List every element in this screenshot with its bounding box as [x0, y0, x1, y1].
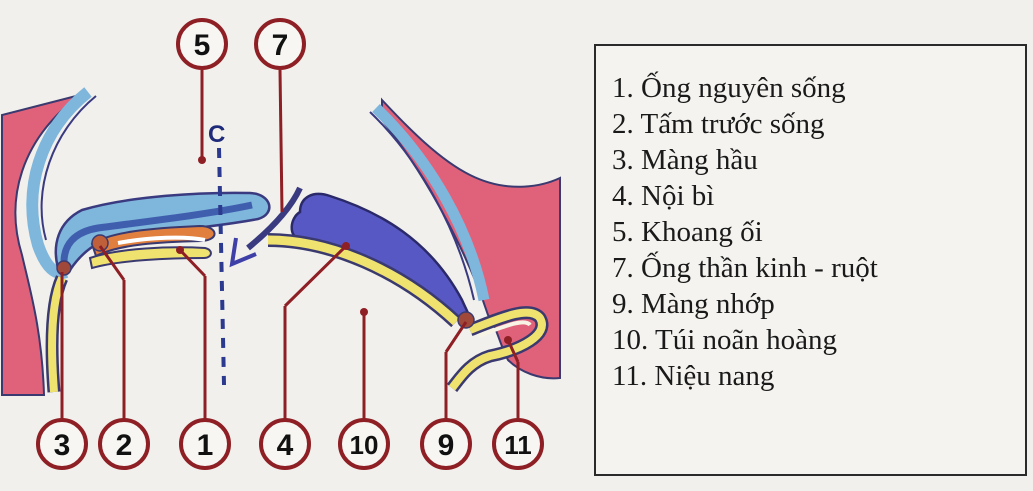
legend-item: 5. Khoang ối: [612, 216, 763, 248]
legend-list: 1. Ống nguyên sống 2. Tấm trước sống 3. …: [596, 46, 1025, 394]
callout-3-label: 3: [54, 429, 71, 462]
callout-1: 1: [179, 418, 231, 470]
prechordal-plate-dot: [91, 234, 109, 252]
section-plane-label: C: [208, 121, 225, 148]
allantois-fill: [448, 308, 546, 391]
legend-item: 3. Màng hầu: [612, 144, 758, 176]
leader-4a: [283, 244, 348, 308]
right-ectoderm-band: [372, 104, 490, 302]
notochord: [90, 224, 216, 258]
leader-7: [278, 69, 284, 213]
section-plane-line: [217, 147, 226, 386]
embryo-diagram: C 5 7 3 2 1: [1, 18, 561, 470]
callout-7-label: 7: [272, 29, 289, 62]
legend-item: 1. Ống nguyên sống: [612, 72, 846, 104]
legend-item: 4. Nội bì: [612, 180, 715, 212]
callout-1-label: 1: [197, 429, 214, 462]
callout-5: 5: [176, 18, 228, 70]
right-ectoderm-outline: [369, 111, 475, 301]
leader-1a: [178, 248, 207, 278]
callout-11-label: 11: [504, 430, 532, 460]
cloacal-membrane-dot: [457, 311, 475, 329]
left-ectoderm-band: [26, 87, 92, 279]
callout-5-label: 5: [194, 29, 211, 62]
dot-10: [360, 308, 368, 316]
dot-1: [176, 246, 184, 254]
leader-2a: [98, 245, 126, 281]
callout-4-label: 4: [277, 429, 294, 462]
left-amnion-pink: [1, 94, 81, 396]
neurenteric-arrow: [229, 237, 257, 268]
dot-11: [504, 336, 512, 344]
callout-9: 9: [420, 418, 472, 470]
callout-11: 11: [492, 418, 544, 470]
callout-7: 7: [254, 18, 306, 70]
notochord-slit: [117, 235, 206, 245]
callout-3: 3: [36, 418, 88, 470]
legend-item: 9. Màng nhớp: [612, 288, 775, 320]
callout-2-label: 2: [116, 429, 133, 462]
right-endoderm-strip-fill: [267, 235, 460, 326]
callout-10-label: 10: [350, 430, 379, 460]
allantois-inner: [477, 320, 532, 338]
left-yellow-strip-fill: [48, 276, 66, 393]
callout-10: 10: [338, 418, 390, 470]
left-ectoderm-outline: [40, 95, 97, 241]
dot-4: [342, 242, 350, 250]
leader-9a: [444, 321, 468, 353]
neurenteric-canal: [246, 186, 303, 251]
callout-2: 2: [98, 418, 150, 470]
leader-11a: [506, 339, 520, 363]
dot-5: [198, 156, 206, 164]
legend-item: 7. Ống thần kinh - ruột: [612, 252, 878, 284]
callout-4: 4: [259, 418, 311, 470]
legend-box: 1. Ống nguyên sống 2. Tấm trước sống 3. …: [594, 44, 1027, 476]
legend-item: 11. Niệu nang: [612, 360, 775, 392]
legend-item: 10. Túi noãn hoàng: [612, 324, 837, 356]
legend-item: 2. Tấm trước sống: [612, 108, 825, 140]
callout-9-label: 9: [438, 429, 455, 462]
pharyngeal-membrane-dot: [56, 260, 72, 276]
